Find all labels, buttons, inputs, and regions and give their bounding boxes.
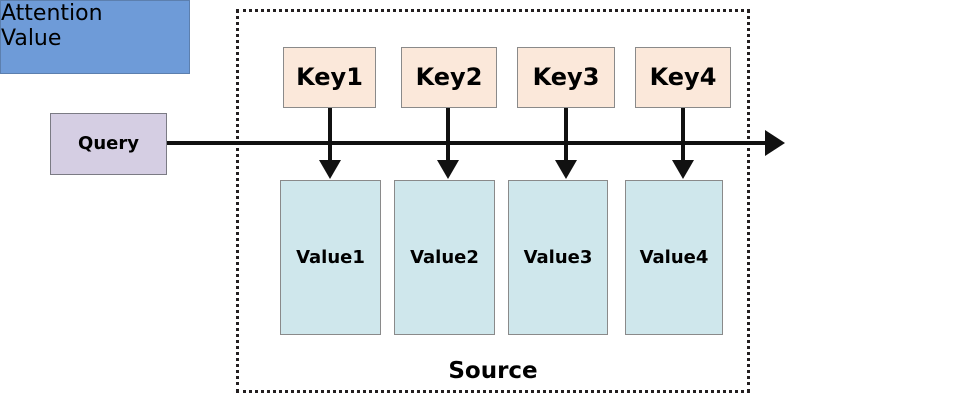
key-to-value-arrowhead-icon-1 (319, 160, 341, 179)
key-box-4[interactable]: Key4 (635, 47, 731, 108)
value-box-1[interactable]: Value1 (280, 180, 381, 335)
value-box-3[interactable]: Value3 (508, 180, 608, 335)
attention-value-line1: Attention (1, 1, 103, 26)
key-to-value-line-3 (564, 108, 568, 166)
value-label-2: Value2 (410, 246, 479, 268)
query-to-attention-arrowhead-icon (765, 130, 785, 156)
key-to-value-line-2 (446, 108, 450, 166)
key-to-value-arrowhead-icon-3 (555, 160, 577, 179)
key-label-2: Key2 (415, 63, 483, 92)
source-region (236, 9, 750, 393)
attention-value-label: Attention Value (1, 1, 103, 51)
key-label-1: Key1 (296, 63, 363, 92)
attention-value-box[interactable]: Attention Value (0, 0, 190, 74)
source-label: Source (448, 358, 538, 384)
value-box-2[interactable]: Value2 (394, 180, 495, 335)
value-label-4: Value4 (639, 246, 709, 268)
key-to-value-line-4 (681, 108, 685, 166)
value-box-4[interactable]: Value4 (625, 180, 723, 335)
key-box-3[interactable]: Key3 (517, 47, 615, 108)
key-box-1[interactable]: Key1 (283, 47, 376, 108)
value-label-1: Value1 (296, 246, 365, 268)
query-box[interactable]: Query (50, 113, 167, 175)
key-label-4: Key4 (649, 63, 717, 92)
key-label-3: Key3 (532, 63, 600, 92)
attention-value-line2: Value (1, 26, 62, 51)
key-box-2[interactable]: Key2 (401, 47, 497, 108)
query-label: Query (78, 133, 139, 155)
key-to-value-arrowhead-icon-2 (437, 160, 459, 179)
query-to-attention-line (167, 141, 774, 145)
value-label-3: Value3 (523, 246, 593, 268)
key-to-value-arrowhead-icon-4 (672, 160, 694, 179)
key-to-value-line-1 (328, 108, 332, 166)
